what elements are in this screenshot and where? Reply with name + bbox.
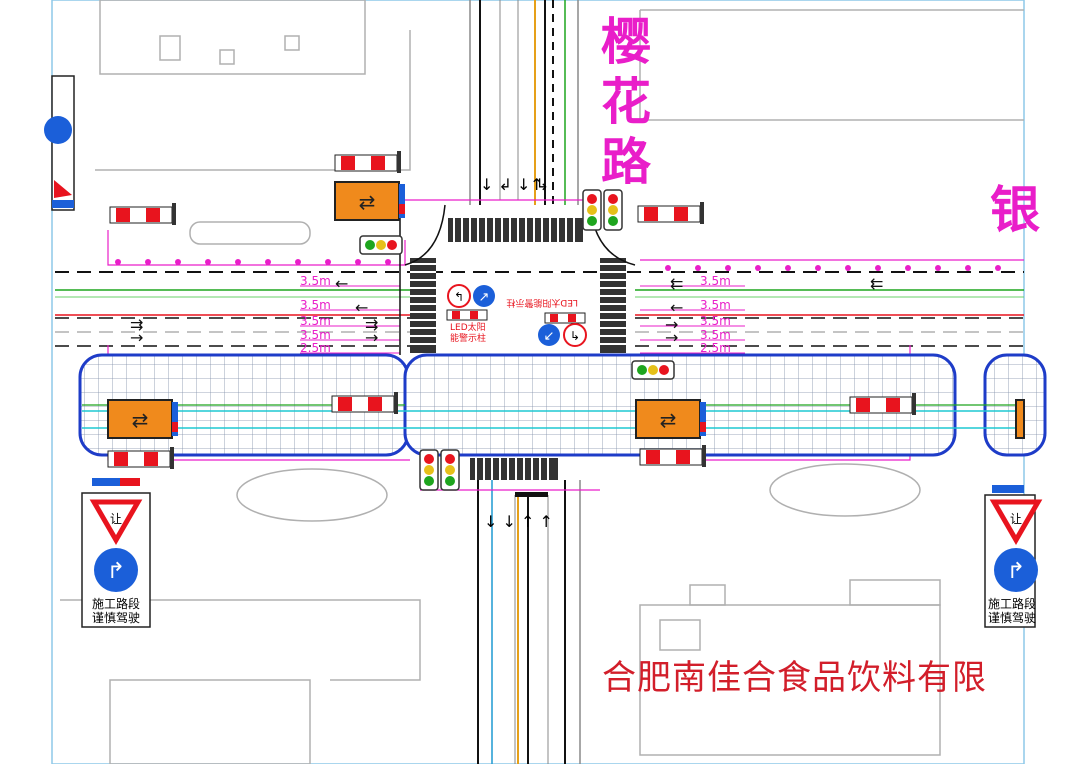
dim-e-s-4: 2.5m xyxy=(700,341,731,355)
svg-text:↱: ↱ xyxy=(107,559,125,584)
svg-text:↰: ↰ xyxy=(454,290,464,304)
svg-text:⇇: ⇇ xyxy=(870,274,883,293)
svg-text:←: ← xyxy=(670,298,683,317)
dim-w-s-4: 2.5m xyxy=(300,341,331,355)
dim-e-s-3: 3.5m xyxy=(700,328,731,342)
led-label-mirrored: LED太阳能警示柱 xyxy=(506,297,578,309)
dim-w-s-1: 3.5m xyxy=(300,298,331,312)
svg-text:↑: ↑ xyxy=(530,175,543,194)
svg-text:→: → xyxy=(665,328,678,347)
svg-text:→: → xyxy=(130,328,143,347)
led-label-line-2: 能警示柱 xyxy=(450,332,486,344)
east-road-name-partial: 银 xyxy=(990,181,1040,239)
svg-text:↗: ↗ xyxy=(479,290,490,305)
right-sign-line-2: 谨慎驾驶 xyxy=(988,610,1036,625)
svg-text:↱: ↱ xyxy=(1007,559,1025,584)
svg-text:→: → xyxy=(665,315,678,334)
svg-text:↓ ↓ ↑ ↑: ↓ ↓ ↑ ↑ xyxy=(484,512,553,531)
edge-sign-top-left xyxy=(44,75,75,211)
right-warning-sign: 让 ↱ 施工路段 谨慎驾驶 xyxy=(984,485,1043,628)
dim-w-s-3: 3.5m xyxy=(300,328,331,342)
svg-text:↳: ↳ xyxy=(570,329,580,343)
svg-text:←: ← xyxy=(355,298,368,317)
left-warning-sign: 让 ↱ 施工路段 谨慎驾驶 xyxy=(81,478,151,628)
right-yield-text: 让 xyxy=(1010,512,1022,526)
svg-text:↙: ↙ xyxy=(544,329,555,344)
dim-w-n-1: 3.5m xyxy=(300,274,331,288)
dim-w-s-2: 3.5m xyxy=(300,314,331,328)
svg-text:↓ ↲ ↓ ↳: ↓ ↲ ↓ ↳ xyxy=(480,175,549,194)
left-sign-line-1: 施工路段 xyxy=(92,596,140,611)
svg-text:→: → xyxy=(365,328,378,347)
svg-text:⇇: ⇇ xyxy=(670,274,683,293)
dim-e-s-1: 3.5m xyxy=(700,298,731,312)
led-label-line-1: LED太阳 xyxy=(450,321,486,333)
svg-text:⇉: ⇉ xyxy=(365,315,378,334)
north-road-name: 樱花路 xyxy=(601,13,651,191)
right-sign-line-1: 施工路段 xyxy=(988,596,1036,611)
dim-e-s-2: 3.5m xyxy=(700,314,731,328)
svg-text:←: ← xyxy=(335,274,348,293)
dim-e-n-1: 3.5m xyxy=(700,274,731,288)
left-yield-text: 让 xyxy=(110,512,122,526)
svg-text:⇉: ⇉ xyxy=(130,315,143,334)
left-sign-line-2: 谨慎驾驶 xyxy=(92,610,140,625)
company-label: 合肥南佳合食品饮料有限 xyxy=(602,658,987,698)
